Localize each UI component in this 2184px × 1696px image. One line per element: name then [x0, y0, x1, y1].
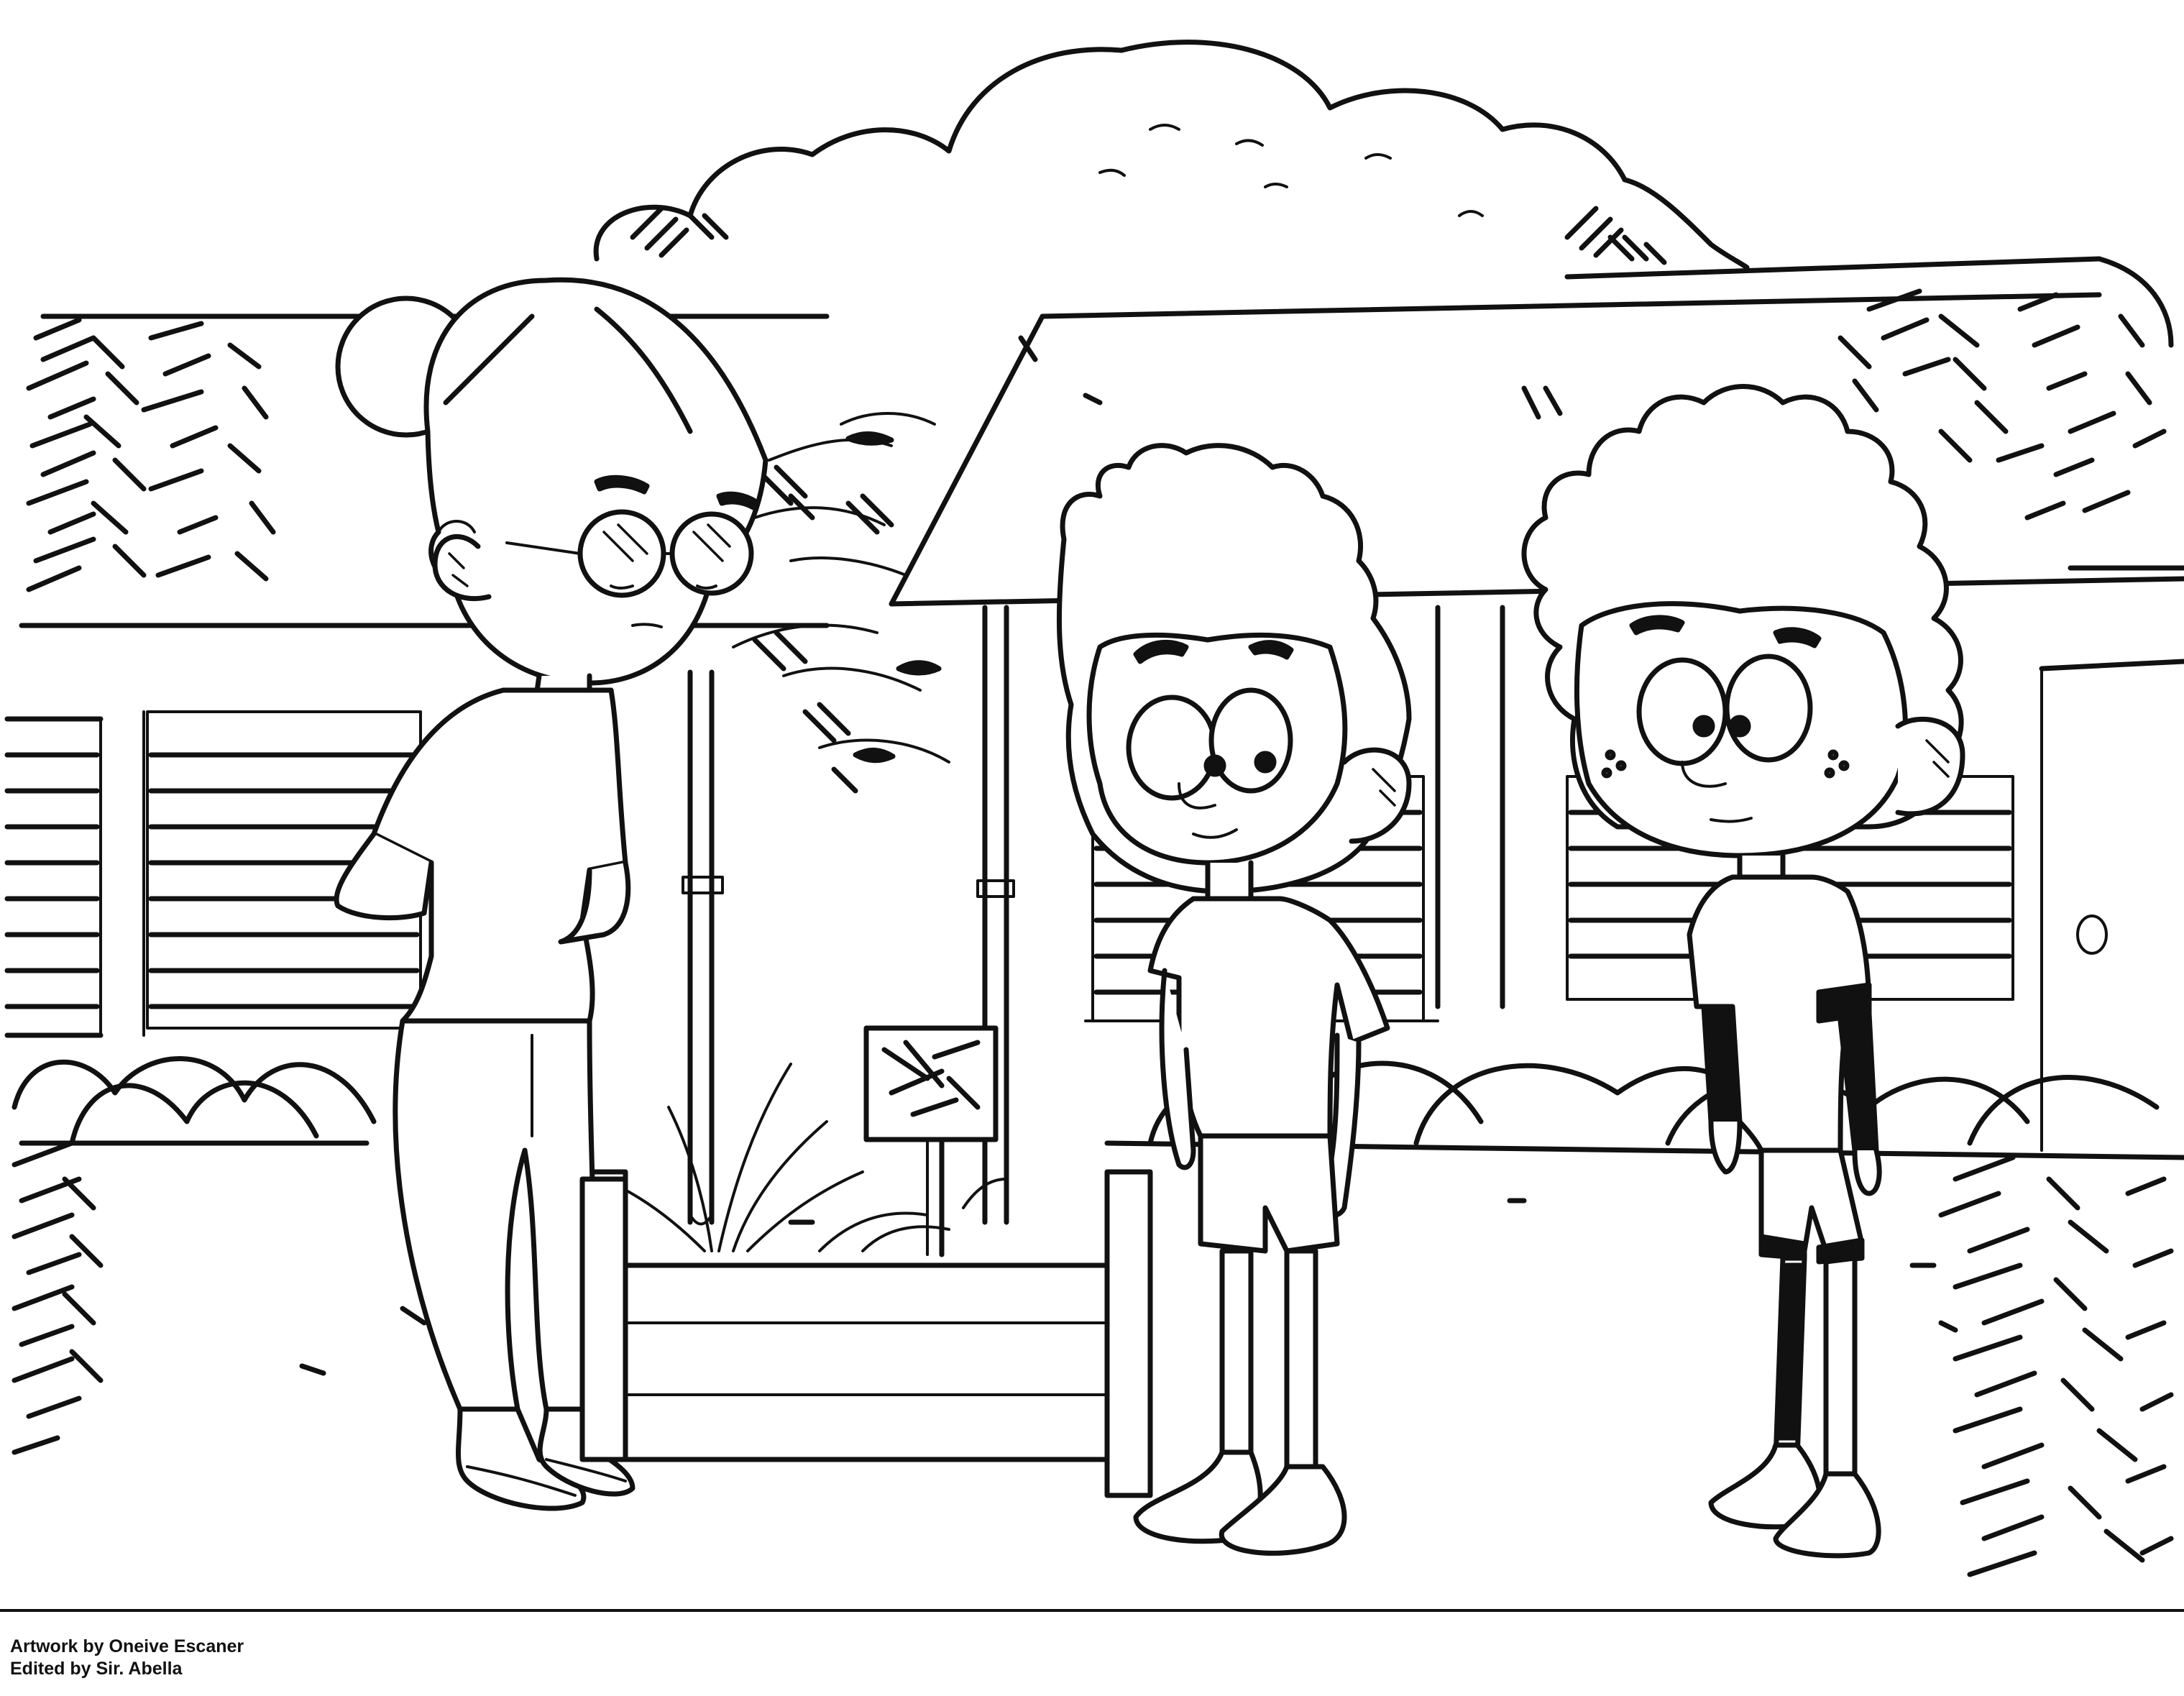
boy-center-eye-left — [1126, 695, 1218, 801]
teacher-glasses-left — [577, 509, 666, 598]
boy-center-shirt — [1147, 896, 1390, 1139]
boy-curly-dark-sleeve-right — [1837, 1011, 1879, 1164]
hanging-foliage — [732, 412, 950, 794]
editor-credit: Edited by Sir. Abella — [10, 1659, 183, 1679]
artist-credits: Artwork by Oneive Escaner Edited by Sir.… — [10, 1636, 244, 1680]
boy-figure-center — [1056, 443, 1412, 1556]
teacher-figure — [334, 277, 768, 1511]
boy-curly-shorts — [1758, 1147, 1865, 1254]
teacher-trousers — [393, 1018, 600, 1412]
boy-curly-dark-sleeve-left — [1701, 1004, 1743, 1135]
boy-center-shorts — [1198, 1133, 1340, 1254]
boy-curly-eye-right — [1724, 654, 1813, 763]
boy-curly-shoe-right — [1773, 1471, 1881, 1559]
boy-figure-curly — [1521, 384, 1965, 1559]
artwork-credit: Artwork by Oneive Escaner — [10, 1636, 244, 1656]
garden-plants — [617, 1025, 1008, 1257]
teacher-glasses-right — [669, 511, 754, 596]
boy-center-eye-right — [1208, 687, 1293, 794]
boy-center-shoe-right — [1219, 1464, 1347, 1556]
back-building-roof — [19, 256, 2184, 628]
boy-curly-eye-left — [1636, 657, 1728, 766]
tree-canopy — [593, 40, 1750, 270]
